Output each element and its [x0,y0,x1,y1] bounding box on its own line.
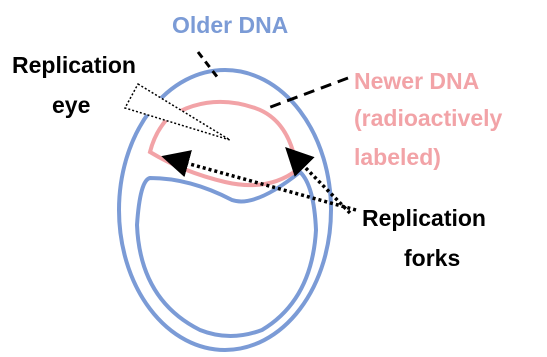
newer-dna-label-line1: Newer DNA [354,68,479,95]
newer-dna-label-line3: labeled) [354,144,441,171]
right-fork-arrow [290,152,350,213]
replication-eye-callout [125,84,230,140]
older-dna-label: Older DNA [172,12,288,39]
older-dna-inner-strand [137,172,316,336]
newer-dna-label-line2: (radioactively [354,105,502,132]
replication-eye-label-line1: Replication [12,52,136,79]
replication-eye-label-line2: eye [52,92,90,119]
newer-dna-pointer [268,78,348,108]
replication-forks-label-line2: forks [404,245,460,272]
replication-forks-label-line1: Replication [362,205,486,232]
